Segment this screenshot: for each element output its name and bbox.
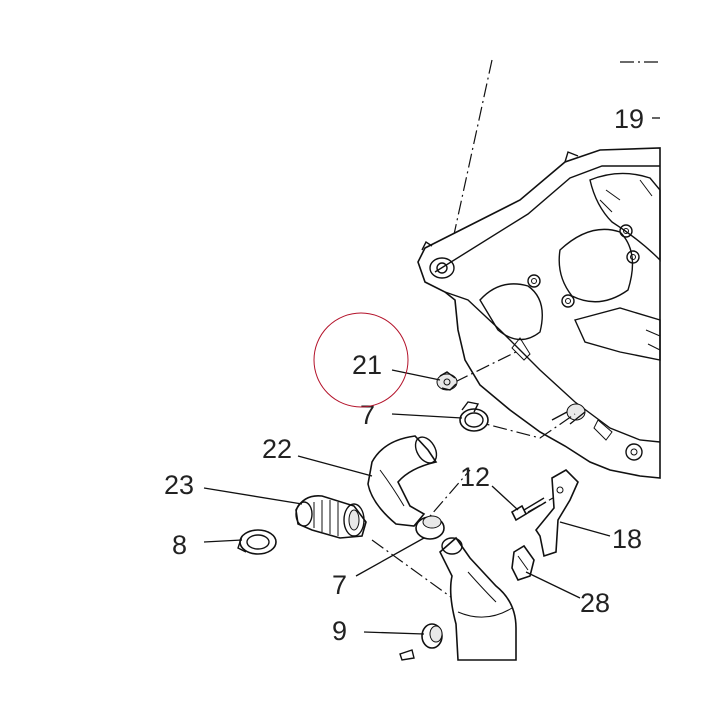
part-22-elbow-hose: [367, 435, 438, 527]
part-9-plug: [399, 623, 443, 661]
leader-22: [297, 455, 373, 477]
leader-23: [203, 487, 303, 505]
part-12-bolt: [510, 497, 547, 522]
axis-23-9: [371, 539, 456, 601]
leader-7a: [391, 413, 463, 419]
callout-7-upper: 7: [360, 400, 375, 430]
part-8-clamp: [237, 529, 277, 555]
axis-7-upper: [469, 413, 576, 439]
leader-7b: [355, 537, 425, 577]
part-7-clamp-lower: [415, 515, 445, 540]
leader-28: [525, 571, 581, 599]
leader-21: [391, 369, 441, 381]
callout-22: 22: [262, 434, 292, 464]
callout-9: 9: [332, 616, 347, 646]
leader-12: [491, 485, 519, 511]
highlight-circle-21: [313, 312, 409, 408]
callout-7-lower: 7: [332, 570, 347, 600]
part-7-clamp-upper: [459, 401, 489, 432]
part-23-connector: [295, 494, 367, 539]
center-axis-top: [447, 59, 493, 263]
axis-21: [454, 349, 521, 383]
leader-8: [203, 539, 243, 543]
callout-21: 21: [352, 350, 382, 380]
callout-8: 8: [172, 530, 187, 560]
callout-28: 28: [580, 588, 610, 618]
part-18-bracket: [535, 469, 579, 558]
callout-23: 23: [164, 470, 194, 500]
leader-18: [559, 521, 611, 537]
callout-18: 18: [612, 524, 642, 554]
leader-9: [363, 631, 425, 635]
callout-19: 19: [614, 104, 644, 134]
part-21-grommet: [436, 371, 458, 391]
part-28-clip: [511, 544, 535, 581]
callout-12: 12: [460, 462, 490, 492]
lower-hose: [439, 536, 517, 661]
intake-housing: [417, 147, 661, 479]
